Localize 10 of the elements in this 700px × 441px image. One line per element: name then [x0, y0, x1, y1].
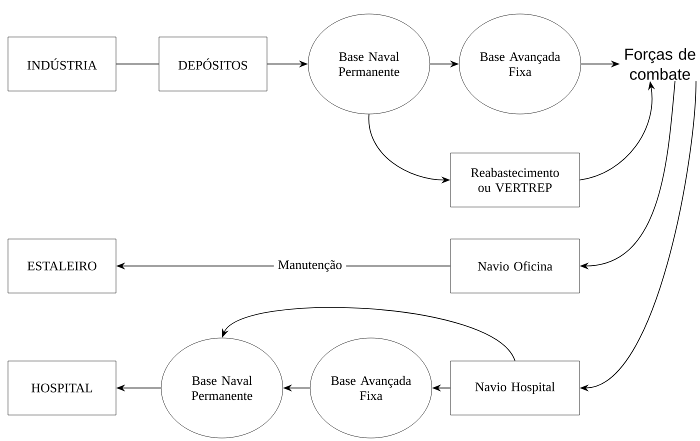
process-box: Navio Hospital [450, 360, 580, 416]
process-box: INDÚSTRIA [8, 36, 116, 92]
edge-label: Manutenção [274, 256, 346, 276]
process-box: ESTALEIRO [8, 238, 116, 294]
process-box: Reabastecimento ou VERTREP [450, 152, 580, 208]
process-box: DEPÓSITOS [158, 36, 268, 92]
arrow [222, 307, 516, 362]
process-box: Navio Oficina [450, 238, 580, 294]
destination-label: Forças de combate [625, 48, 696, 80]
process-box: HOSPITAL [8, 360, 116, 416]
